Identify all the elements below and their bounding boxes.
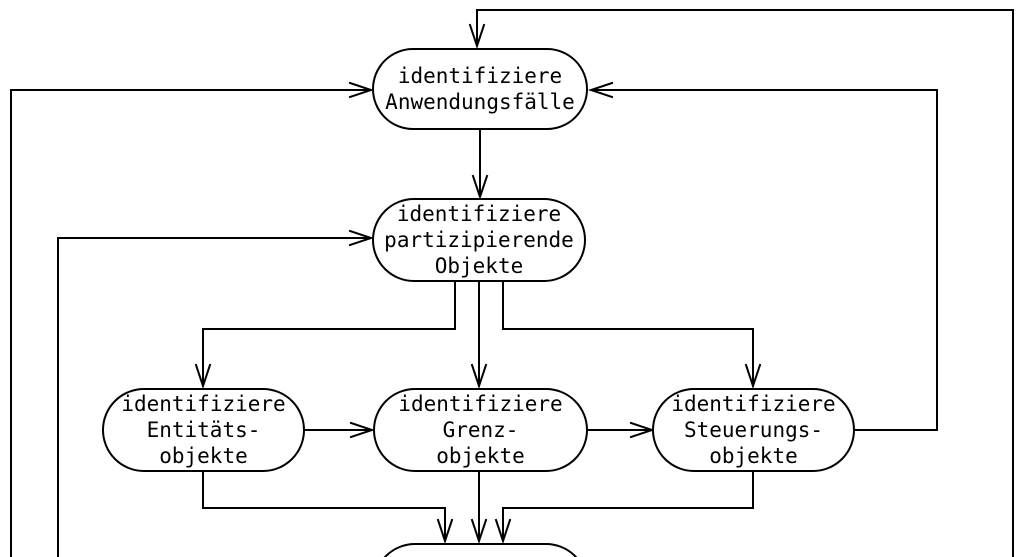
edge-entitaetsobjekte-to-grenzobjekte [303, 421, 376, 439]
edge-steuerungsobjekte-to-bottom [494, 470, 754, 545]
node-label-line: Anwendungsfälle [385, 90, 575, 114]
node-label-line: identifiziere [398, 392, 563, 416]
node-label-line: identifiziere [396, 202, 562, 226]
edge-anwendungsfaelle-to-partizipierende [471, 130, 489, 201]
node-bottom-cutoff [373, 543, 588, 557]
edge-partizipierende-to-steuerungsobjekte [502, 280, 762, 390]
node-identifiziere-grenzobjekte: identifiziere Grenz- objekte [373, 388, 588, 472]
node-label-line: Grenz- [442, 418, 519, 442]
node-label-line: identifiziere [671, 392, 836, 416]
edge-partizipierende-to-entitaetsobjekte [194, 280, 456, 390]
edge-feedback-top-to-anwendungsfaelle [468, 9, 1014, 557]
edge-partizipierende-to-grenzobjekte [470, 280, 488, 390]
node-label-line: objekte [709, 444, 798, 468]
node-label-line: Objekte [434, 254, 524, 278]
node-label-line: objekte [436, 444, 525, 468]
edge-grenzobjekte-to-steuerungsobjekte [586, 421, 656, 439]
node-label-line: partizipierende [384, 228, 574, 252]
edge-feedback-left-to-anwendungsfaelle [10, 81, 375, 557]
node-identifiziere-anwendungsfaelle: identifiziere Anwendungsfälle [372, 48, 588, 130]
edge-feedback-left-to-partizipierende [57, 229, 375, 557]
node-identifiziere-entitaetsobjekte: identifiziere Entitäts- objekte [102, 388, 305, 472]
node-identifiziere-partizipierende-objekte: identifiziere partizipierende Objekte [372, 198, 586, 282]
node-label-line: Entitäts- [146, 418, 261, 442]
node-identifiziere-steuerungsobjekte: identifiziere Steuerungs- objekte [652, 388, 855, 472]
edge-grenzobjekte-to-bottom [470, 470, 488, 545]
node-label-line: identifiziere [397, 64, 563, 88]
node-label-line: Steuerungs- [683, 418, 824, 442]
node-label-line: objekte [159, 444, 248, 468]
node-label-line: identifiziere [121, 392, 286, 416]
edge-steuerungsobjekte-to-anwendungsfaelle [587, 81, 938, 431]
edge-entitaetsobjekte-to-bottom [202, 470, 454, 545]
